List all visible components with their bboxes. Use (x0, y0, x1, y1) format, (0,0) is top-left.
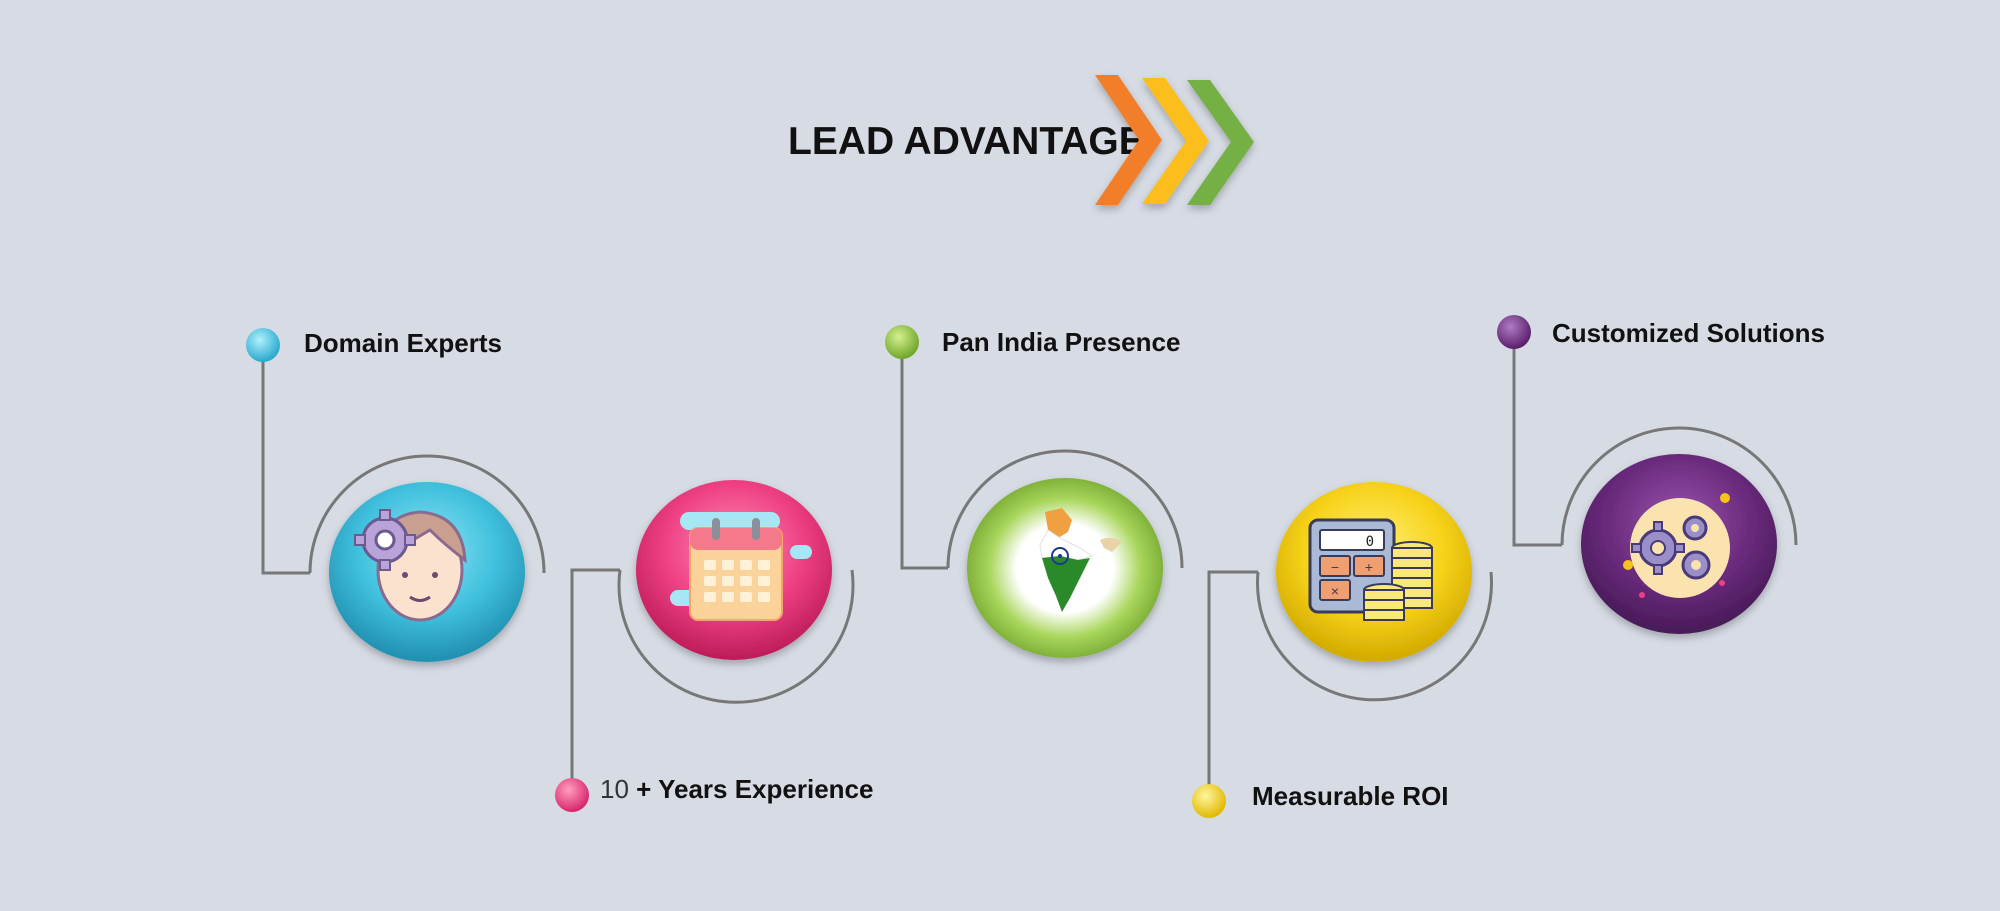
label-customized-solutions: Customized Solutions (1552, 318, 1825, 348)
measurable-roi-dot (1192, 784, 1226, 818)
chevron-arrows-icon (1095, 75, 1254, 205)
pan-india-dot (885, 325, 919, 359)
label-domain-experts: Domain Experts (304, 328, 502, 358)
label-years-experience: 10 + Years Experience (600, 774, 873, 805)
label-measurable-roi: Measurable ROI (1252, 781, 1449, 811)
years-experience-dot (555, 778, 589, 812)
calculator-coins-icon: 0 − + × (1308, 518, 1433, 621)
calendar-icon (670, 512, 812, 621)
domain-experts-dot (246, 328, 280, 362)
connector-lines (261, 333, 1798, 800)
gears-icon (1623, 493, 1730, 598)
india-map-icon (1039, 508, 1122, 612)
svg-text:+: + (1365, 559, 1373, 575)
label-years-number: 10 (600, 774, 629, 804)
label-years-text: + Years Experience (628, 774, 874, 804)
page-title: LEAD ADVANTAGE (788, 120, 1145, 163)
domain-expert-icon (354, 509, 467, 622)
svg-text:0: 0 (1366, 534, 1374, 550)
label-pan-india: Pan India Presence (942, 327, 1181, 357)
svg-text:×: × (1331, 583, 1339, 599)
customized-solutions-dot (1497, 315, 1531, 349)
svg-text:−: − (1331, 559, 1339, 575)
